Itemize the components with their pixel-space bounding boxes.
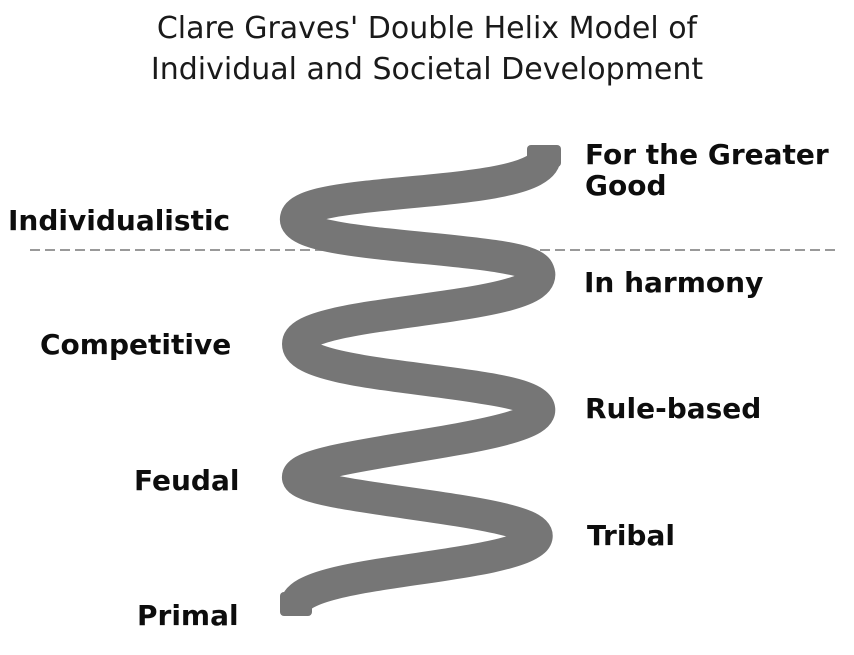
helix-ribbon [280, 151, 561, 612]
stage-label-in-harmony: In harmony [584, 266, 764, 299]
stage-label-competitive: Competitive [40, 328, 232, 361]
stage-label-individualistic: Individualistic [8, 204, 231, 237]
stage-label-greater-good: For the Greater Good [585, 139, 847, 201]
stage-label-primal: Primal [137, 599, 239, 632]
diagram-title: Clare Graves' Double Helix Model of Indi… [0, 8, 854, 90]
stage-label-rule-based: Rule-based [585, 392, 762, 425]
stage-label-greater-good-text: For the Greater Good [585, 138, 829, 202]
title-line-2: Individual and Societal Development [150, 52, 704, 87]
title-line-1: Clare Graves' Double Helix Model of [156, 11, 698, 46]
stage-label-feudal: Feudal [134, 464, 240, 497]
stage-label-tribal: Tribal [587, 519, 675, 552]
helix-top-cap [527, 145, 561, 167]
helix-bottom-cap [280, 592, 312, 616]
